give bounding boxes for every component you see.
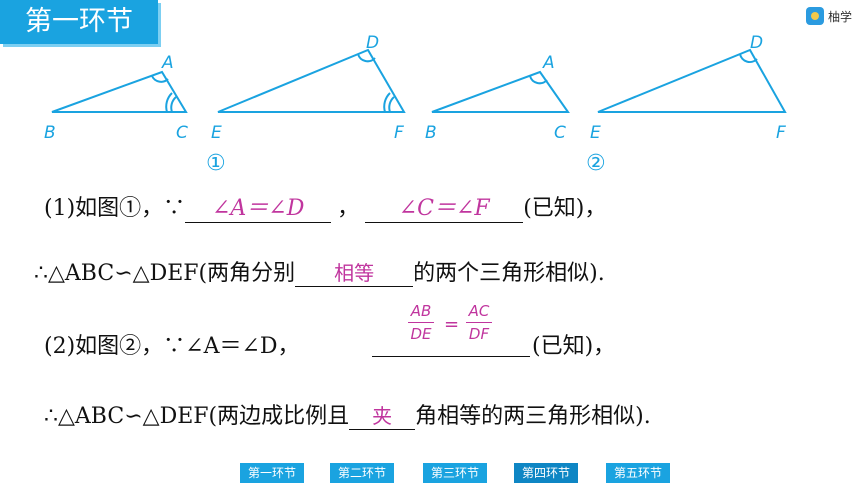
triangle-def-2 [597,48,787,113]
label-a-1: A [161,53,174,73]
line-1-suffix: (已知)， [523,196,607,221]
label-a-2: A [542,53,555,73]
label-b-2: B [425,123,437,143]
brand: 柚学 [805,6,852,26]
angle-mark-d-1 [357,53,376,63]
nav-section-4[interactable]: 第四环节 [514,463,578,483]
label-c-1: C [176,123,188,143]
label-d-2: D [750,33,763,53]
line-2-prefix: ∴△ABC∽△DEF(两角分别 [34,261,296,286]
nav-section-2[interactable]: 第二环节 [330,463,394,483]
figure-label-1: ① [206,151,226,176]
line-4: ∴△ABC∽△DEF(两边成比例且 夹 角相等的两三角形相似). [44,398,651,430]
fraction-de-denominator: DE [410,325,432,343]
angle-mark-f-1b [383,92,391,113]
nav-section-5[interactable]: 第五环节 [606,463,670,483]
figure-label-2: ② [586,151,606,176]
triangle-abc-1 [51,70,188,113]
label-e-2: E [590,123,601,143]
label-f-1: F [394,123,404,143]
fraction-ac-numerator: AC [468,302,490,320]
line-1-sep: ， [337,196,360,221]
label-e-1: E [211,123,222,143]
triangle-abc-2 [431,70,570,113]
line-3-suffix-wrap: (已知)， [532,328,615,360]
label-d-1: D [366,33,379,53]
fraction-ab-numerator: AB [410,302,432,320]
triangle-def-1 [217,48,406,113]
answer-blank-5[interactable]: 夹 [349,400,416,430]
answer-blank-4[interactable]: AB DE = AC DF [372,300,530,357]
nav-section-1[interactable]: 第一环节 [240,463,304,483]
brand-logo-icon [805,7,824,25]
angle-mark-f-1a [388,96,395,113]
angle-mark-c-1b [165,92,173,113]
answer-blank-3[interactable]: 相等 [295,257,414,287]
label-b-1: B [44,123,56,143]
label-c-2: C [554,123,566,143]
angle-mark-a-1 [151,75,169,83]
angle-mark-d-2 [739,53,758,64]
angle-mark-a-2 [529,75,548,85]
brand-name: 柚学 [827,9,852,24]
line-3-prefix: (2)如图②，∵∠A＝∠D， [44,334,300,359]
triangle-figures: A B C D E F ① A B C D E F ② [44,33,787,176]
fraction-df-denominator: DF [468,325,490,343]
fraction-equals: = [444,314,460,335]
fraction-ac-df: AC DF [466,302,492,343]
fraction-ab-de: AB DE [408,302,434,343]
line-4-suffix: 角相等的两三角形相似). [415,404,651,429]
line-4-prefix: ∴△ABC∽△DEF(两边成比例且 [44,404,350,429]
answer-blank-1[interactable]: ∠A＝∠D [185,190,332,223]
section-title: 第一环节 [0,0,158,44]
line-1-prefix: (1)如图①，∵ [44,196,186,221]
nav-section-3[interactable]: 第三环节 [423,463,487,483]
line-2-suffix: 的两个三角形相似). [413,261,605,286]
line-3-suffix: (已知)， [532,334,616,359]
line-3-prefix-wrap: (2)如图②，∵∠A＝∠D， [44,328,300,360]
angle-mark-c-1a [170,96,177,113]
label-f-2: F [776,123,786,143]
line-1: (1)如图①，∵ ∠A＝∠D ， ∠C＝∠F (已知)， [44,190,606,223]
answer-blank-2[interactable]: ∠C＝∠F [365,190,524,223]
line-2: ∴△ABC∽△DEF(两角分别 相等 的两个三角形相似). [34,255,605,287]
